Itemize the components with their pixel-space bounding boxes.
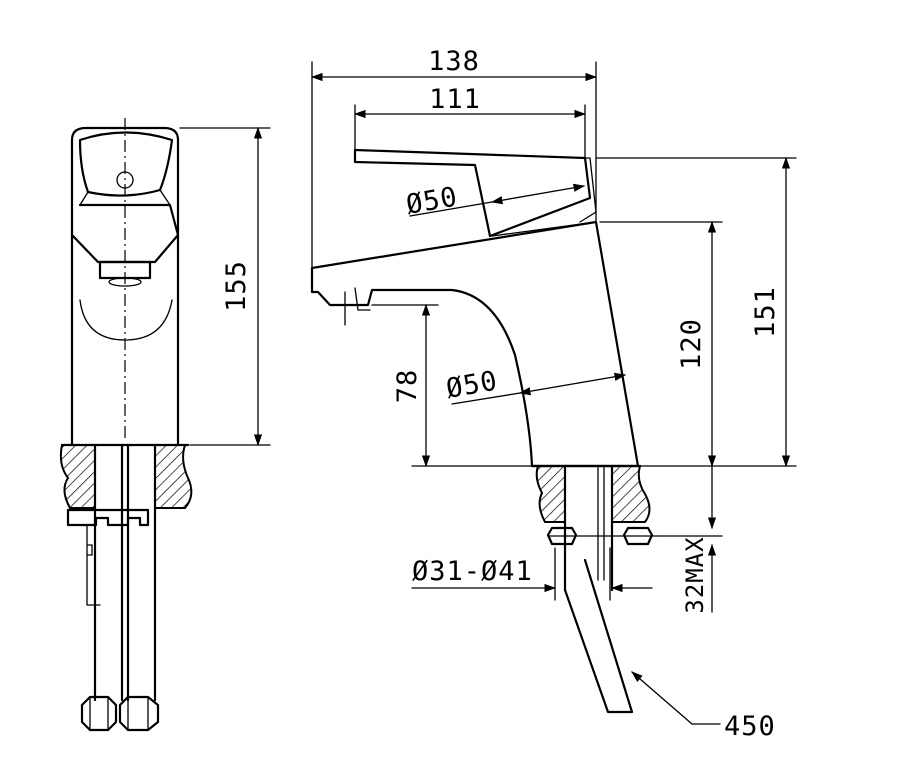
dim-total-height: 151	[595, 156, 797, 468]
label-overall-length: 138	[428, 46, 480, 77]
side-deck-left	[535, 465, 566, 523]
dim-max-thickness: 32MAX	[655, 465, 723, 614]
side-aerator	[344, 287, 371, 326]
label-body-diameter: Ø50	[444, 365, 500, 405]
dim-hose-length: 450	[631, 671, 776, 742]
dim-body-height: 120	[599, 220, 723, 468]
side-fixing-nut-right	[622, 526, 654, 546]
side-deck-right	[611, 465, 651, 523]
dim-body-diameter: Ø50	[444, 365, 627, 405]
label-hole-diameter: Ø31-Ø41	[412, 556, 533, 587]
side-body	[310, 220, 640, 468]
side-lever	[353, 148, 592, 238]
front-spout-curve	[79, 299, 173, 341]
label-lever-length: 111	[429, 84, 481, 115]
front-nut-right	[118, 695, 160, 732]
front-threaded-rod	[86, 524, 101, 606]
side-fixing-nut-left	[546, 526, 578, 546]
label-max-thickness: 32MAX	[681, 536, 709, 613]
front-deck-right	[154, 444, 193, 509]
label-total-height: 151	[750, 286, 781, 338]
side-hose	[563, 558, 634, 714]
dim-spout-height: 78	[371, 303, 533, 468]
label-spout-height: 78	[392, 369, 423, 404]
dim-overall-length: 138	[310, 46, 598, 269]
dim-lever-diameter: Ø50	[404, 181, 586, 221]
dim-front-height: 155	[179, 126, 271, 447]
dim-lever-length: 111	[353, 84, 587, 159]
front-view	[59, 118, 193, 732]
label-front-height: 155	[221, 260, 252, 312]
front-deck-left	[59, 444, 96, 509]
label-lever-diameter: Ø50	[404, 181, 460, 221]
front-lever-top	[78, 131, 174, 197]
front-nut-left	[80, 695, 118, 732]
dim-hole-diameter: Ø31-Ø41	[411, 547, 653, 601]
front-lever-skirt	[70, 203, 180, 264]
label-hose-length: 450	[724, 711, 776, 742]
side-view	[310, 148, 657, 714]
label-body-height: 120	[676, 318, 707, 370]
front-fixing-plate	[66, 508, 150, 527]
